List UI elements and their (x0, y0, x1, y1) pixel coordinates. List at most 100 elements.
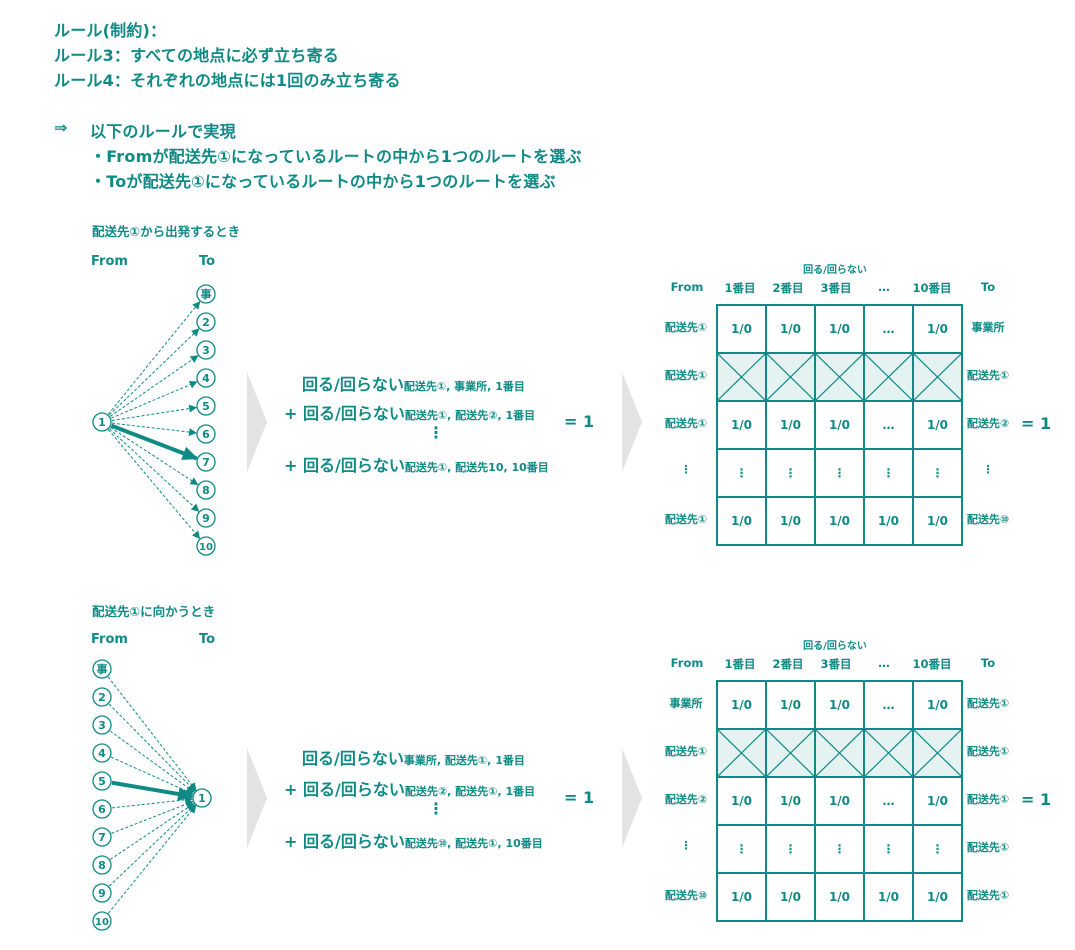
from-node: 2 (92, 687, 112, 707)
row-to-label: 配送先① (966, 889, 1010, 902)
row-to-label: 配送先⑩ (966, 513, 1010, 526)
table-cell: 1/0 (765, 680, 816, 730)
from-node: 7 (92, 827, 112, 847)
plus-sign: + (284, 780, 298, 799)
crossed-out-cell (765, 728, 816, 778)
route-arrow (109, 730, 195, 793)
eq-term: 回る/回らない (302, 404, 405, 423)
row-from-label: 配送先① (664, 417, 708, 430)
from-node: 1 (92, 412, 112, 432)
table-column-header: 10番目 (912, 657, 952, 671)
table-super-header: 回る/回らない (803, 265, 867, 276)
node-label: 10 (95, 917, 109, 928)
row-to-label: 事業所 (971, 321, 1005, 334)
table-cell: 1/0 (716, 680, 767, 730)
table-cell: ⋮ (912, 824, 963, 874)
table-cell: 1/0 (716, 776, 767, 826)
to-node: 3 (196, 340, 216, 360)
node-label: 7 (98, 831, 106, 844)
route-arrow (110, 803, 195, 860)
row-from-label: 配送先① (664, 513, 708, 526)
table-super-header: 回る/回らない (803, 641, 867, 652)
node-label: 2 (98, 691, 106, 704)
row-to-label: 配送先① (966, 745, 1010, 758)
table-cell: ⋮ (765, 824, 816, 874)
table-cell: 1/0 (912, 776, 963, 826)
row-to-label: 配送先① (966, 841, 1010, 854)
table-cell: ⋮ (863, 824, 914, 874)
eq-term: 回る/回らない (302, 375, 404, 394)
table-column-header: 3番目 (820, 281, 852, 295)
to-node: 5 (196, 396, 216, 416)
route-arrow (111, 795, 194, 809)
table-column-header: … (878, 656, 890, 670)
eq-term: 回る/回らない (302, 749, 404, 768)
route-arrow (111, 800, 194, 834)
cross-icon (767, 730, 814, 776)
route-arrow (108, 703, 196, 792)
section2-eq-line-1: 回る/回らない事業所, 配送先①, 1番目 (302, 745, 525, 769)
table-column-header: To (980, 656, 996, 670)
eq-subscript: 配送先⑩, 配送先①, 10番目 (404, 837, 543, 850)
node-label: 1 (198, 792, 206, 805)
section1-title: 配送先①から出発するとき (92, 224, 241, 239)
route-arrow (109, 355, 199, 417)
chevron-arrow-icon (247, 748, 267, 848)
implication-bullet-1: ・Fromが配送先①になっているルートの中から1つのルートを選ぶ (90, 147, 582, 166)
node-label: 3 (98, 719, 106, 732)
node-label: 9 (98, 887, 106, 900)
table-cell: 1/0 (912, 304, 963, 354)
table-cell: 1/0 (863, 872, 914, 922)
crossed-out-cell (912, 728, 963, 778)
node-label: 4 (202, 372, 210, 385)
to-node: 4 (196, 368, 216, 388)
node-label: 8 (98, 859, 106, 872)
route-arrow (111, 404, 198, 421)
table-cell: 1/0 (765, 400, 816, 450)
table-cell: ⋮ (912, 448, 963, 498)
table-cell: 1/0 (912, 496, 963, 546)
rule-3: ルール3：すべての地点に必ず立ち寄る (54, 46, 339, 65)
table-cell: … (863, 680, 914, 730)
table-cell: 1/0 (814, 680, 865, 730)
table-cell: ⋮ (716, 824, 767, 874)
from-node: 3 (92, 715, 112, 735)
row-from-label: ⋮ (680, 839, 692, 852)
section2-eq-equals: = 1 (564, 788, 595, 807)
table-cell: 1/0 (765, 776, 816, 826)
section2-eq-vdots: ⋮ (428, 799, 444, 818)
to-node: 7 (196, 452, 216, 472)
table-row: ⋮⋮⋮⋮⋮ (716, 824, 963, 874)
plus-sign: + (284, 404, 298, 423)
table-cell: 1/0 (765, 872, 816, 922)
plus-sign: + (284, 832, 298, 851)
table-column-header: 1番目 (724, 281, 756, 295)
table-cell: ⋮ (863, 448, 914, 498)
from-node: 9 (92, 883, 112, 903)
section2-title: 配送先①に向かうとき (92, 604, 216, 619)
rules-heading: ルール(制約)： (54, 21, 167, 40)
route-arrow (107, 676, 197, 791)
table-cell: 1/0 (716, 304, 767, 354)
section2-eq-line-2: + 回る/回らない配送先②, 配送先①, 1番目 (284, 776, 535, 800)
section2-to-label: To (199, 632, 216, 647)
cross-icon (816, 730, 863, 776)
node-label: 6 (98, 803, 106, 816)
cross-icon (718, 730, 765, 776)
table-cell: … (863, 400, 914, 450)
implication-bullet-2: ・Toが配送先①になっているルートの中から1つのルートを選ぶ (90, 172, 556, 191)
to-node: 6 (196, 424, 216, 444)
crossed-out-cell (814, 728, 865, 778)
node-label: 3 (202, 344, 210, 357)
route-arrow (111, 422, 198, 437)
table-column-header: From (670, 280, 704, 294)
section1-eq-line-1: 回る/回らない配送先①, 事業所, 1番目 (302, 371, 525, 395)
